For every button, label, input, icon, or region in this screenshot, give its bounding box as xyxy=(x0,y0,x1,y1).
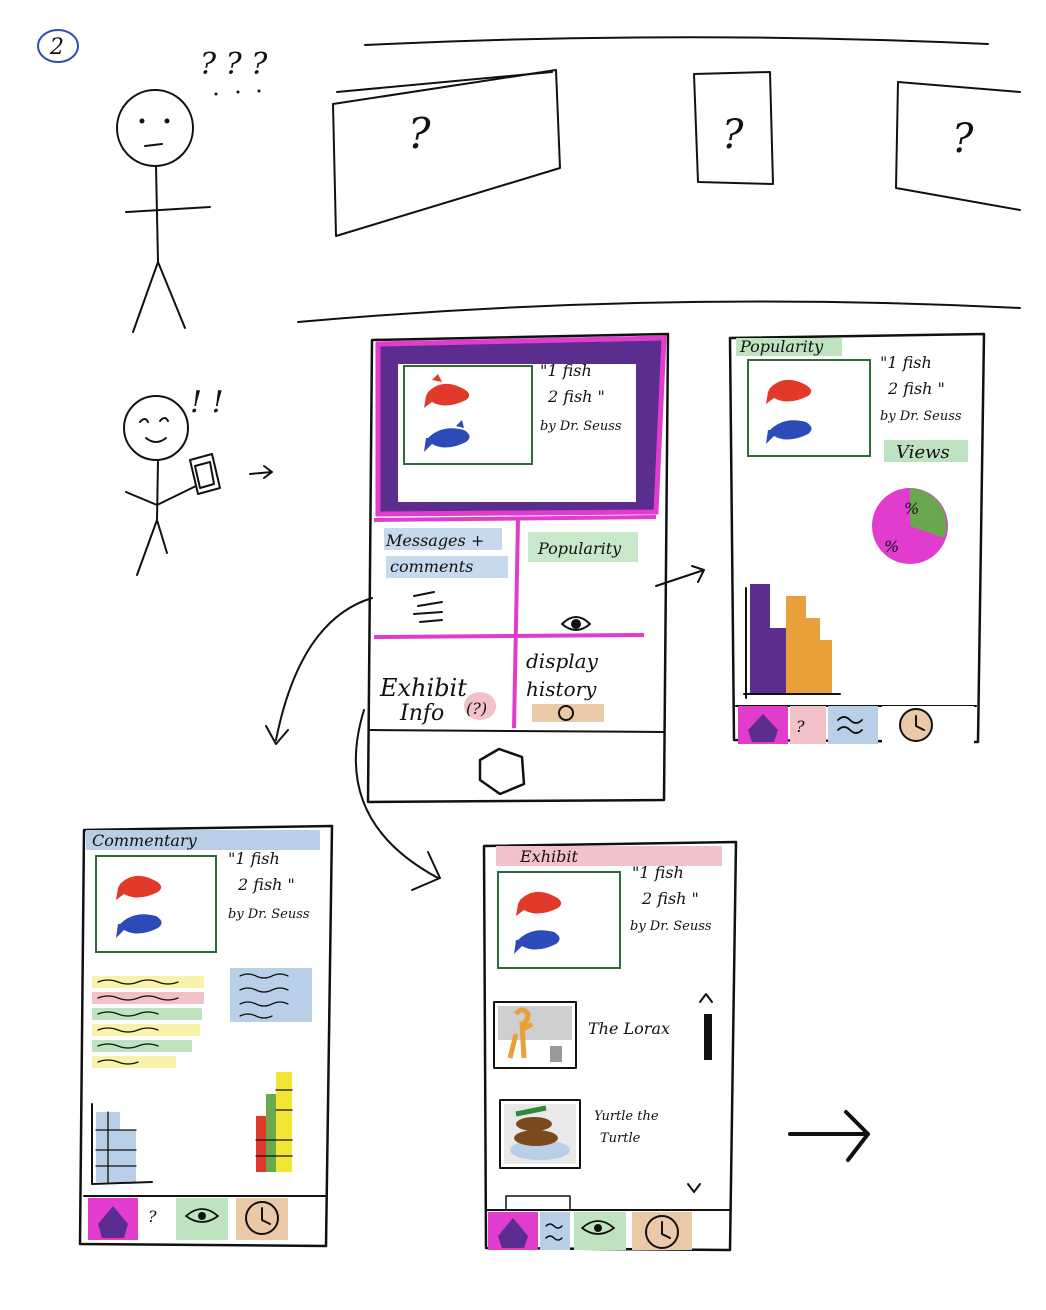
eye-icon xyxy=(581,1220,615,1235)
eye-icon xyxy=(561,616,591,631)
messages-icon xyxy=(545,1223,563,1241)
popularity-screen: Popularity "1 fish 2 fish " by Dr. Seuss… xyxy=(728,332,986,744)
commentary-left-chart xyxy=(91,1103,153,1185)
exhibit-placeholder-large xyxy=(332,69,561,237)
history-clock-icon xyxy=(558,705,574,721)
item-title-line-2: Turtle xyxy=(600,1131,641,1146)
arrow-to-commentary xyxy=(265,597,373,745)
step-number-badge: 2 xyxy=(37,29,79,63)
info-icon: ? xyxy=(148,1207,157,1226)
svg-text:2 fish ": 2 fish " xyxy=(887,379,945,398)
commentary-right-chart xyxy=(255,1072,293,1172)
placeholder-question-3: ? xyxy=(952,116,974,162)
exhibit-scrollbar[interactable] xyxy=(687,993,713,1193)
eye-icon xyxy=(185,1208,219,1223)
thought-dots xyxy=(214,89,261,96)
home-icon xyxy=(498,1218,528,1248)
confused-question-marks: ? ? ? xyxy=(200,47,268,82)
info-icon: ? xyxy=(796,717,805,736)
popularity-tile-label: Popularity xyxy=(537,539,622,558)
item-title-line-1: Yurtle the xyxy=(594,1109,659,1124)
svg-text:2 fish ": 2 fish " xyxy=(547,387,605,406)
happy-visitor-figure xyxy=(123,395,197,576)
exhibit-info-label-1: Exhibit xyxy=(379,674,467,702)
arrow-to-phone xyxy=(249,465,273,479)
messages-comments-tile[interactable]: Messages + comments xyxy=(384,528,508,623)
messages-icon xyxy=(837,716,863,734)
home-icon xyxy=(98,1206,128,1238)
messages-tile-label-1: Messages + xyxy=(385,531,484,550)
scroll-down-icon xyxy=(687,1183,701,1193)
svg-text:by Dr. Seuss: by Dr. Seuss xyxy=(630,919,712,934)
comment-list xyxy=(92,968,312,1068)
svg-text:%: % xyxy=(884,537,899,556)
artwork-caption-main: "1 fish 2 fish " by Dr. Seuss xyxy=(540,361,622,434)
svg-text:"1 fish: "1 fish xyxy=(632,863,684,882)
arrow-to-popularity xyxy=(655,565,705,587)
exhibit-header: Exhibit xyxy=(519,847,578,866)
excited-marks: ! ! xyxy=(190,385,224,420)
svg-text:by Dr. Seuss: by Dr. Seuss xyxy=(228,907,310,922)
phone-home-button xyxy=(478,747,526,796)
placeholder-question-1: ? xyxy=(408,109,431,158)
commentary-header: Commentary xyxy=(92,831,198,850)
commentary-nav-bar: ? xyxy=(83,1195,327,1240)
exhibit-screen: Exhibit "1 fish 2 fish " by Dr. Seuss Th… xyxy=(482,840,738,1252)
history-tile-label-2: history xyxy=(526,677,597,701)
commentary-screen: Commentary "1 fish 2 fish " by Dr. Seuss xyxy=(78,824,334,1248)
exhibit-placeholder-small xyxy=(895,81,1021,211)
artwork-thumbnail-main xyxy=(424,374,470,452)
placeholder-question-2: ? xyxy=(722,112,744,158)
svg-text:2 fish ": 2 fish " xyxy=(641,889,699,908)
handheld-phone-icon xyxy=(189,453,221,495)
exhibit-info-badge: (?) xyxy=(466,699,487,718)
item-title: The Lorax xyxy=(588,1019,670,1038)
svg-text:%: % xyxy=(904,499,919,518)
svg-text:by Dr. Seuss: by Dr. Seuss xyxy=(540,419,622,434)
display-history-tile[interactable]: display history xyxy=(526,649,604,722)
history-tile-label-1: display xyxy=(526,649,599,673)
svg-text:"1 fish: "1 fish xyxy=(540,361,592,380)
messages-tile-label-2: comments xyxy=(390,557,473,576)
exhibit-list-item[interactable]: The Lorax xyxy=(493,1001,670,1069)
exhibit-nav-bar xyxy=(485,1195,731,1250)
next-step-arrow xyxy=(788,1110,870,1162)
popularity-header: Popularity xyxy=(739,337,824,356)
popularity-bar-chart xyxy=(743,584,841,699)
svg-text:2: 2 xyxy=(49,35,64,60)
scroll-up-icon xyxy=(699,993,713,1003)
exhibit-wall xyxy=(297,36,1021,323)
arrow-to-exhibit xyxy=(354,709,441,891)
popularity-tile[interactable]: Popularity xyxy=(528,532,638,631)
svg-text:"1 fish: "1 fish xyxy=(228,849,280,868)
exhibit-info-label-2: Info xyxy=(399,701,444,726)
exhibit-list-item[interactable]: Yurtle the Turtle xyxy=(499,1099,659,1169)
svg-text:"1 fish: "1 fish xyxy=(880,353,932,372)
exhibit-placeholder-medium xyxy=(693,71,774,185)
svg-text:by Dr. Seuss: by Dr. Seuss xyxy=(880,409,962,424)
svg-text:2 fish ": 2 fish " xyxy=(237,875,295,894)
home-icon xyxy=(748,714,778,742)
views-label: Views xyxy=(896,442,950,463)
popularity-nav-bar: ? xyxy=(735,705,977,744)
messages-lines-icon xyxy=(413,591,443,623)
exhibit-info-tile[interactable]: Exhibit Info (?) xyxy=(379,674,496,726)
confused-visitor-figure xyxy=(116,89,211,333)
views-pie-chart: % % xyxy=(872,488,948,564)
